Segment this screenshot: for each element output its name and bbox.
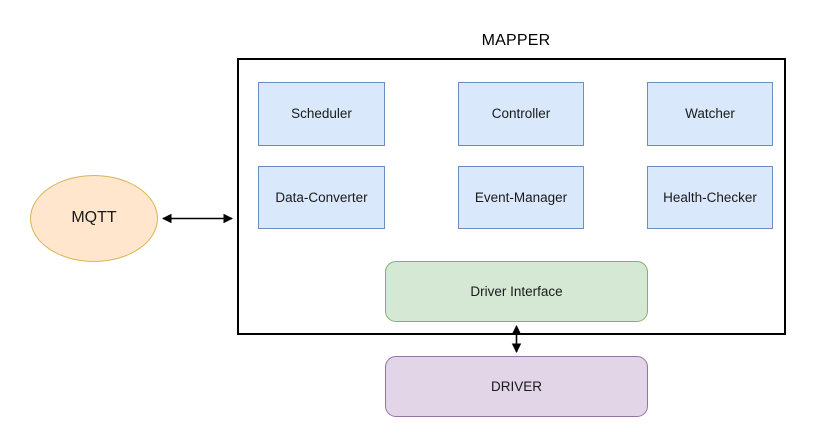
component-box-data-converter[interactable]: Data-Converter [258, 166, 385, 229]
component-box-scheduler[interactable]: Scheduler [258, 82, 385, 146]
mqtt-broker-node[interactable]: MQTT [30, 175, 158, 262]
driver-interface-box[interactable]: Driver Interface [385, 261, 648, 322]
component-box-watcher[interactable]: Watcher [647, 82, 773, 146]
driver-box[interactable]: DRIVER [385, 356, 648, 417]
component-box-health-checker[interactable]: Health-Checker [647, 166, 773, 229]
component-box-controller[interactable]: Controller [458, 82, 584, 146]
component-box-event-manager[interactable]: Event-Manager [458, 166, 584, 229]
mapper-title: MAPPER [481, 31, 551, 49]
